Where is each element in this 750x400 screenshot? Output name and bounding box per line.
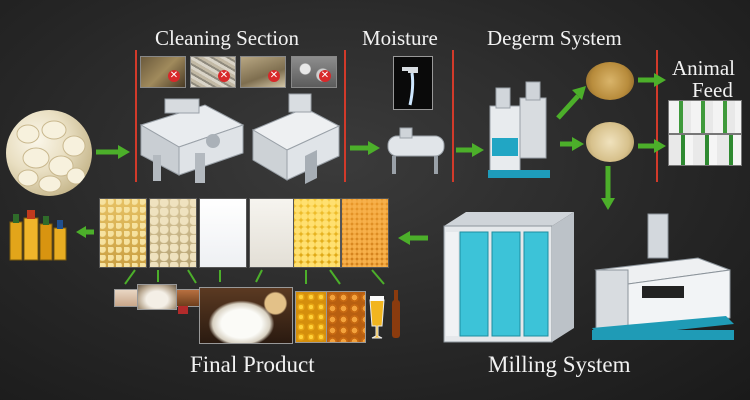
arrow-corn-to-cleaning [96, 145, 130, 159]
product-down-arrows [124, 269, 385, 285]
product-tile-grits-coarse [99, 198, 147, 268]
arrow-degerm-to-germ [560, 137, 584, 151]
final-product-flour-bowl-image [137, 284, 177, 310]
roller-mill-machine [588, 212, 738, 346]
final-product-beer-image [366, 286, 406, 342]
feed-bags-image-bottom [668, 134, 742, 166]
corn-germ-image [586, 122, 634, 162]
product-tile-flakes [149, 198, 197, 268]
divider-degerm-feed [656, 50, 658, 182]
moisture-title: Moisture [362, 26, 438, 50]
cleaning-section-title: Cleaning Section [155, 26, 300, 50]
corn-bran-image [586, 62, 634, 100]
corn-oil-bottles-image [6, 208, 76, 262]
degerm-system-title: Degerm System [487, 26, 622, 50]
vibrating-sieve-machine [135, 95, 250, 187]
reject-icon: ✕ [268, 70, 280, 82]
arrow-bran-to-feed [638, 73, 666, 87]
product-tile-meal-orange [341, 198, 389, 268]
product-tile-grits-yellow [293, 198, 341, 268]
arrow-degerm-to-bran [556, 86, 586, 120]
water-tap-image [393, 56, 433, 110]
final-product-food-plate-image [199, 287, 293, 344]
final-product-title: Final Product [190, 352, 315, 377]
final-product-snacks-orange-image [326, 291, 366, 343]
animal-feed-title-line2: Feed [692, 78, 733, 102]
degerming-machine [486, 78, 554, 182]
arrow-moisture-to-degerm [456, 143, 484, 157]
divider-cleaning-moisture [344, 50, 346, 182]
final-product-chicken-image [176, 289, 200, 307]
final-product-fruit-image [178, 306, 188, 314]
product-tile-flour-fine [249, 198, 297, 268]
raw-corn-image [6, 110, 92, 196]
milling-system-title: Milling System [488, 352, 631, 377]
plansifter-machine [440, 206, 578, 346]
reject-icon: ✕ [168, 70, 180, 82]
final-product-snacks-yellow-image [295, 291, 327, 343]
final-product-pigs-image [114, 289, 138, 307]
destoner-machine [245, 90, 345, 188]
arrow-cleaning-to-moisture [350, 141, 380, 155]
product-tile-flour-white [199, 198, 247, 268]
arrow-germ-to-feed [638, 139, 666, 153]
arrow-milling-to-products [398, 231, 428, 245]
arrow-germ-to-milling [601, 166, 615, 210]
divider-left-cleaning [135, 50, 137, 182]
reject-icon: ✕ [319, 70, 331, 82]
dampening-machine [382, 122, 450, 178]
animal-feed-title-line1: Animal [672, 56, 735, 80]
arrow-products-to-oil [76, 226, 94, 238]
reject-icon: ✕ [218, 70, 230, 82]
divider-moisture-degerm [452, 50, 454, 182]
feed-bags-image-top [668, 100, 742, 134]
